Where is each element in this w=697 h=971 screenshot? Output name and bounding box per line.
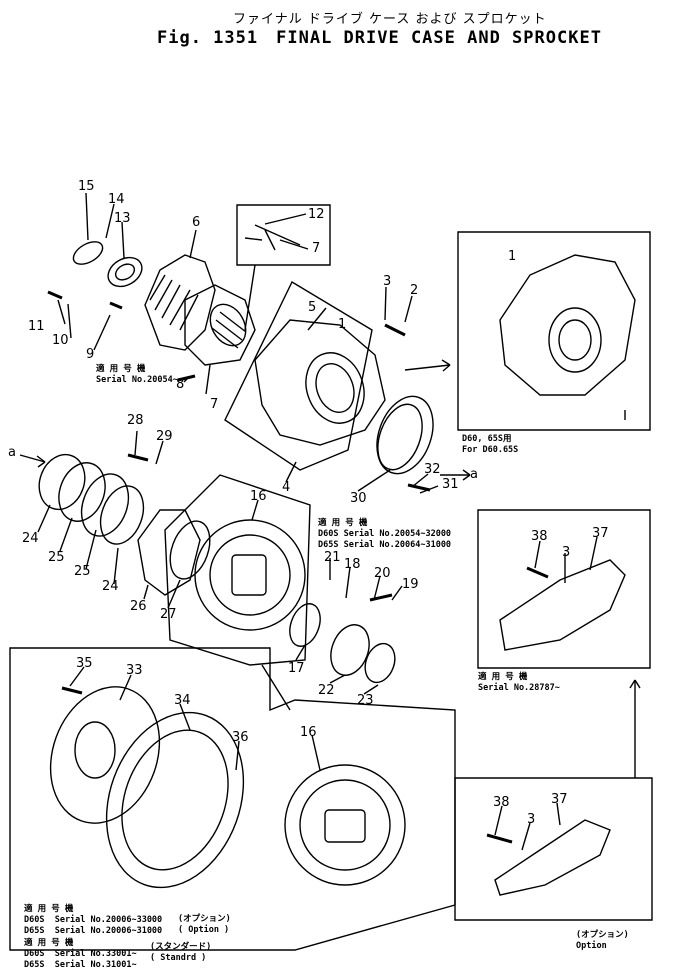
callout-7: 7	[312, 241, 321, 256]
callout-37: 37	[592, 526, 609, 541]
callout-33: 33	[126, 663, 143, 678]
callout-2: 2	[410, 283, 419, 298]
callout-26: 26	[130, 599, 147, 614]
callout-3b: 3	[562, 545, 571, 560]
callout-34: 34	[174, 693, 191, 708]
inset-frame-guard-upper	[477, 509, 651, 669]
snap-ring-15	[72, 241, 104, 265]
callout-3c: 3	[527, 812, 536, 827]
sprocket-34	[105, 711, 245, 889]
callout-38: 38	[531, 529, 548, 544]
gear-6	[144, 254, 216, 351]
callout-4: 4	[282, 480, 291, 495]
callout-31: 31	[442, 477, 459, 492]
o-ring-24	[38, 453, 86, 511]
callout-11: 11	[28, 319, 45, 334]
callout-1b: 1	[508, 249, 517, 264]
note-case-d60: D60, 65S用 For D60.65S	[462, 434, 519, 455]
note-serial-bottom-2: 適 用 号 機 D60S Serial No.33001~ D65S Seria…	[24, 938, 137, 970]
note-option-2: (オプション) Option	[576, 930, 629, 951]
final-drive-case-1	[254, 319, 386, 446]
cover-26	[137, 509, 201, 596]
o-ring-17	[289, 603, 321, 647]
callout-25: 25	[48, 550, 65, 565]
seal-30	[376, 395, 434, 475]
callout-16b: 16	[300, 725, 317, 740]
note-serial-bottom-1: 適 用 号 機 D60S Serial No.20006~33000 D65S …	[24, 904, 163, 936]
callout-12: 12	[308, 207, 325, 222]
callout-13: 13	[114, 211, 131, 226]
callout-a-left: a	[8, 445, 16, 460]
o-ring-24b	[99, 485, 145, 545]
frame-sprocket-group	[164, 474, 311, 666]
figure-title: Fig. 1351 FINAL DRIVE CASE AND SPROCKET	[157, 28, 620, 48]
callout-38b: 38	[493, 795, 510, 810]
callout-22: 22	[318, 683, 335, 698]
note-serial-upper: 適 用 号 機 Serial No.20054~	[96, 364, 178, 385]
callout-30: 30	[350, 491, 367, 506]
hub-33	[49, 686, 161, 824]
callout-15: 15	[78, 179, 95, 194]
note-option-1: (オプション) ( Option )	[178, 914, 231, 935]
note-standard: (スタンダード) ( Standrd )	[150, 942, 212, 963]
sprocket-16	[194, 519, 306, 631]
title-japanese: ファイナル ドライブ ケース および スプロケット	[233, 12, 547, 27]
callout-10: 10	[52, 333, 69, 348]
callout-8: 8	[176, 377, 185, 392]
callout-25b: 25	[74, 564, 91, 579]
callout-28: 28	[127, 413, 144, 428]
guard-37	[499, 559, 626, 651]
callout-20: 20	[374, 566, 391, 581]
callout-17: 17	[288, 661, 305, 676]
callout-5: 5	[308, 300, 317, 315]
guard-37b	[494, 819, 611, 896]
sprocket-16b	[284, 764, 406, 886]
inset-frame-bolt-detail	[236, 204, 331, 266]
bearing-13	[107, 256, 143, 288]
callout-9: 9	[86, 347, 95, 362]
callout-23: 23	[357, 693, 374, 708]
figure-title-english: FINAL DRIVE CASE AND SPROCKET	[276, 28, 602, 48]
bearing-22	[330, 624, 370, 676]
callout-6: 6	[192, 215, 201, 230]
ring-23	[364, 642, 396, 684]
callout-7b: 7	[210, 397, 219, 412]
callout-18: 18	[344, 557, 361, 572]
callout-14: 14	[108, 192, 125, 207]
note-serial-sprocket: 適 用 号 機 D60S Serial No.20054~32000 D65S …	[318, 518, 452, 550]
frame-final-drive-case	[224, 281, 373, 471]
inset-frame-case-d60	[457, 231, 651, 431]
hub-7	[184, 284, 256, 366]
callout-1: 1	[338, 317, 347, 332]
callout-29: 29	[156, 429, 173, 444]
case-d60-1	[499, 254, 636, 396]
callout-27: 27	[160, 607, 177, 622]
callout-19: 19	[402, 577, 419, 592]
callout-24b: 24	[102, 579, 119, 594]
figure-number: Fig. 1351	[157, 28, 259, 48]
callout-21: 21	[324, 550, 341, 565]
callout-32: 32	[424, 462, 441, 477]
callout-3: 3	[383, 274, 392, 289]
callout-35: 35	[76, 656, 93, 671]
frame-bottom-alternative	[9, 647, 456, 951]
callout-24: 24	[22, 531, 39, 546]
callout-16: 16	[250, 489, 267, 504]
note-serial-guard: 適 用 号 機 Serial No.28787~	[478, 672, 560, 693]
callout-37b: 37	[551, 792, 568, 807]
callout-a-right: a	[470, 467, 478, 482]
o-ring-27	[169, 520, 211, 580]
callout-36: 36	[232, 730, 249, 745]
